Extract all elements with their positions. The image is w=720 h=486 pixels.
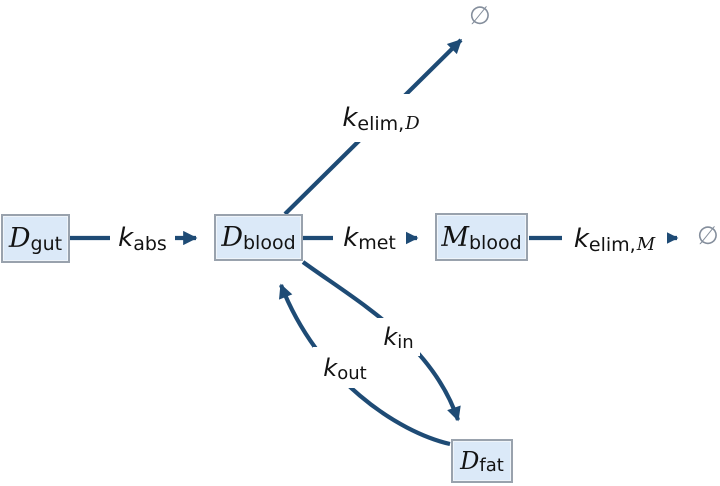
arrow-k-out	[279, 283, 451, 447]
sink-top: ∅	[469, 3, 491, 28]
rate-subscript-symbol: M	[636, 234, 656, 255]
rate-symbol: k	[573, 224, 589, 254]
node-subscript: blood	[469, 231, 522, 254]
rate-subscript: met	[358, 232, 396, 254]
node-subscript: blood	[243, 232, 296, 254]
node-symbol: M	[441, 221, 469, 253]
rate-subscript: elim,	[357, 112, 405, 135]
empty-set-icon: ∅	[469, 1, 491, 30]
node-subscript: gut	[30, 233, 63, 255]
sink-right: ∅	[697, 223, 719, 248]
rate-symbol: k	[343, 222, 359, 253]
node-symbol: D	[8, 223, 31, 254]
node-symbol: D	[221, 222, 243, 253]
node-subscript: fat	[479, 455, 504, 476]
node-symbol: D	[460, 447, 480, 475]
rate-symbol: k	[342, 103, 358, 133]
rate-subscript: in	[397, 332, 414, 353]
rate-subscript: abs	[133, 232, 167, 255]
rate-subscript: elim,	[588, 233, 636, 256]
empty-set-icon: ∅	[697, 221, 719, 250]
rate-subscript-symbol: D	[405, 113, 420, 134]
rate-symbol: k	[323, 353, 338, 382]
rate-symbol: k	[383, 323, 398, 351]
rate-subscript: out	[337, 362, 367, 384]
rate-symbol: k	[118, 223, 134, 253]
